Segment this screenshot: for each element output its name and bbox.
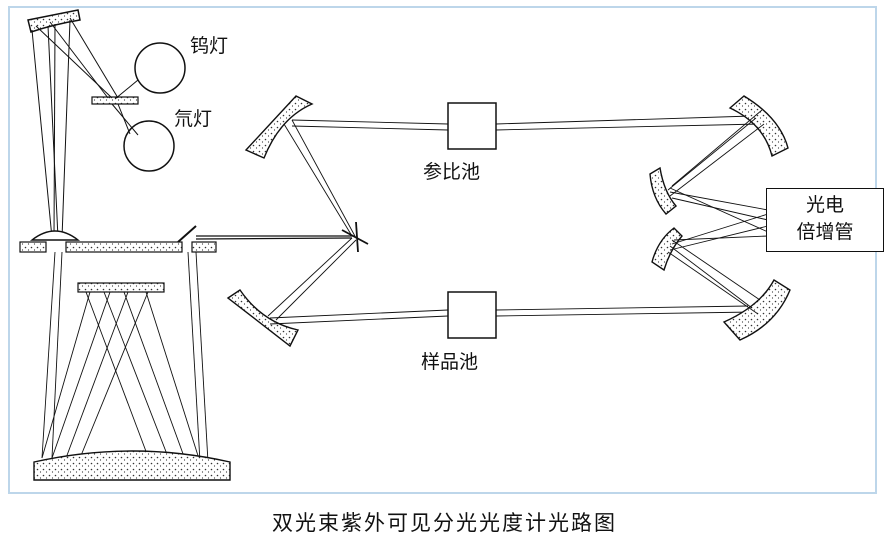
tungsten-lamp-icon bbox=[134, 42, 186, 94]
sample-cell-icon bbox=[447, 291, 497, 339]
deuterium-lamp-icon bbox=[123, 120, 175, 172]
combining-mirror-upper bbox=[649, 166, 678, 215]
reference-beam bbox=[291, 115, 761, 131]
reference-cell-icon bbox=[447, 102, 497, 150]
lower-split-mirror bbox=[226, 289, 300, 348]
figure-caption: 双光束紫外可见分光光度计光路图 bbox=[272, 511, 617, 535]
combining-mirror-lower bbox=[651, 227, 683, 272]
sample-cell-label: 样品池 bbox=[421, 351, 479, 373]
deuterium-lamp-label: 氘灯 bbox=[174, 108, 213, 130]
right-top-mirror bbox=[728, 95, 789, 158]
upper-split-mirror bbox=[244, 95, 314, 159]
right-bottom-mirror bbox=[722, 279, 791, 341]
sample-beam bbox=[269, 305, 755, 325]
reference-cell-label: 参比池 bbox=[423, 161, 481, 183]
monochromator-rays bbox=[41, 251, 209, 463]
pmt-label-line1: 光电 bbox=[805, 194, 844, 216]
tungsten-lamp-label: 钨灯 bbox=[190, 35, 229, 57]
exit-beam bbox=[195, 235, 354, 240]
bottom-mirror bbox=[33, 450, 231, 481]
lamp-rays bbox=[31, 17, 139, 239]
split-rays bbox=[267, 119, 357, 321]
photomultiplier-box: 光电 倍增管 bbox=[766, 188, 884, 252]
detector-rays bbox=[667, 109, 769, 315]
pmt-label-line2: 倍增管 bbox=[796, 221, 854, 243]
grating bbox=[77, 282, 165, 293]
switching-mirror bbox=[91, 96, 139, 105]
slit-assembly bbox=[19, 225, 217, 253]
